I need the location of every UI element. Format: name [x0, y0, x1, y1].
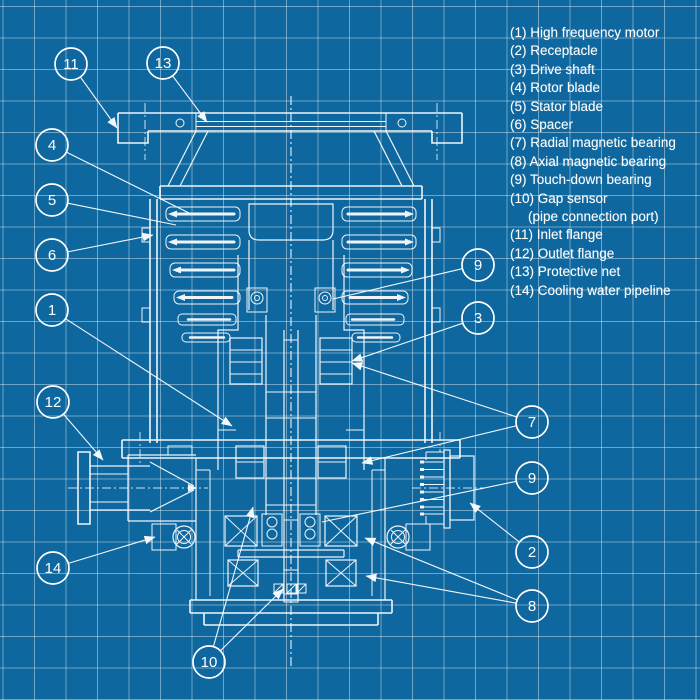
callout-circle-7 [515, 405, 549, 439]
callout-circle-12 [36, 385, 70, 419]
inlet-flange-drawing [117, 103, 463, 160]
callout-leader-line [351, 362, 517, 418]
callouts-layer: 11 13 4 5 6 1 12 14 10 9 3 7 9 2 8 [35, 46, 549, 679]
rotor-assembly-drawing [217, 203, 365, 600]
motor-section-drawing [195, 458, 386, 603]
legend-item: (3) Drive shaft [510, 61, 595, 77]
callout-leader-line [469, 502, 520, 543]
callout-number: 10 [201, 654, 218, 671]
callout-number: 6 [48, 247, 56, 264]
callout-leader-line [365, 573, 517, 604]
inlet-cone-drawing [167, 130, 415, 187]
callout-circle-3 [461, 301, 495, 335]
legend-item: (12) Outlet flange [510, 245, 615, 261]
callout-leader-line [212, 506, 255, 647]
callout-number: 5 [48, 192, 56, 209]
callout-leader-line [67, 202, 177, 226]
callout-circle-11 [54, 47, 88, 81]
parts-legend: (1) High frequency motor (2) Receptacle (3… [510, 24, 700, 300]
callout-number: 1 [48, 302, 56, 319]
callout-number: 11 [63, 56, 79, 73]
legend-item: (7) Radial magnetic bearing [510, 135, 676, 151]
callout-leader-line [63, 413, 104, 461]
legend-item: (14) Cooling water pipeline [510, 282, 671, 298]
legend-item: (11) Inlet flange [510, 227, 603, 243]
base-plate-drawing [189, 599, 393, 626]
blade-stack-left [165, 206, 241, 343]
callout-circle-9 [515, 461, 549, 495]
callout-leader-line [66, 151, 192, 215]
callout-circle-6 [35, 238, 69, 272]
legend-item: (1) High frequency motor [510, 25, 660, 40]
legend-item: (10) Gap sensor [510, 190, 608, 206]
receptacle-drawing [412, 449, 484, 529]
callout-circle-2 [515, 535, 549, 569]
callout-number: 8 [528, 598, 536, 615]
protective-net-drawing [195, 113, 387, 131]
callout-number: 7 [528, 414, 536, 431]
blade-stack-right [340, 205, 418, 344]
callout-leader-line [361, 425, 517, 465]
callout-circle-4 [35, 128, 69, 162]
callout-circle-14 [36, 551, 70, 585]
callout-number: 3 [474, 310, 482, 327]
cooling-pipe-left [151, 523, 196, 551]
legend-item: (5) Stator blade [510, 98, 604, 114]
legend-item: (8) Axial magnetic bearing [510, 153, 667, 169]
callout-leader-line [220, 588, 284, 652]
legend-item: (6) Spacer [510, 117, 574, 133]
legend-item: (pipe connection port) [528, 209, 659, 225]
callout-leader-line [364, 537, 518, 601]
callout-number: 14 [45, 560, 62, 577]
callout-circle-10 [192, 645, 226, 679]
callout-leader-line [67, 232, 154, 253]
legend-item: (2) Receptacle [510, 43, 598, 59]
callout-circle-8 [515, 589, 549, 623]
callout-leader-line [321, 480, 517, 523]
callout-circle-5 [35, 183, 69, 217]
callout-circle-13 [146, 46, 180, 80]
bottom-flange-drawing [121, 432, 461, 466]
outlet-flange-drawing [68, 445, 208, 525]
callout-leader-line [65, 318, 233, 427]
callout-number: 9 [474, 257, 482, 274]
legend-item: (13) Protective net [510, 264, 621, 280]
callout-number: 12 [45, 394, 62, 411]
callout-leader-line [332, 268, 463, 300]
callout-leader-line [79, 76, 118, 129]
cooling-pipe-right [386, 523, 431, 551]
callout-circle-9 [461, 248, 495, 282]
legend-item: (9) Touch-down bearing [510, 172, 652, 188]
callout-number: 9 [528, 470, 536, 487]
callout-circle-1 [35, 293, 69, 327]
callout-number: 4 [48, 137, 56, 154]
callout-leader-line [351, 322, 464, 362]
callout-leader-line [172, 75, 208, 123]
callout-number: 2 [528, 544, 536, 561]
legend-item: (4) Rotor blade [510, 80, 601, 96]
callout-number: 13 [155, 55, 172, 72]
callout-leader-line [68, 535, 156, 564]
